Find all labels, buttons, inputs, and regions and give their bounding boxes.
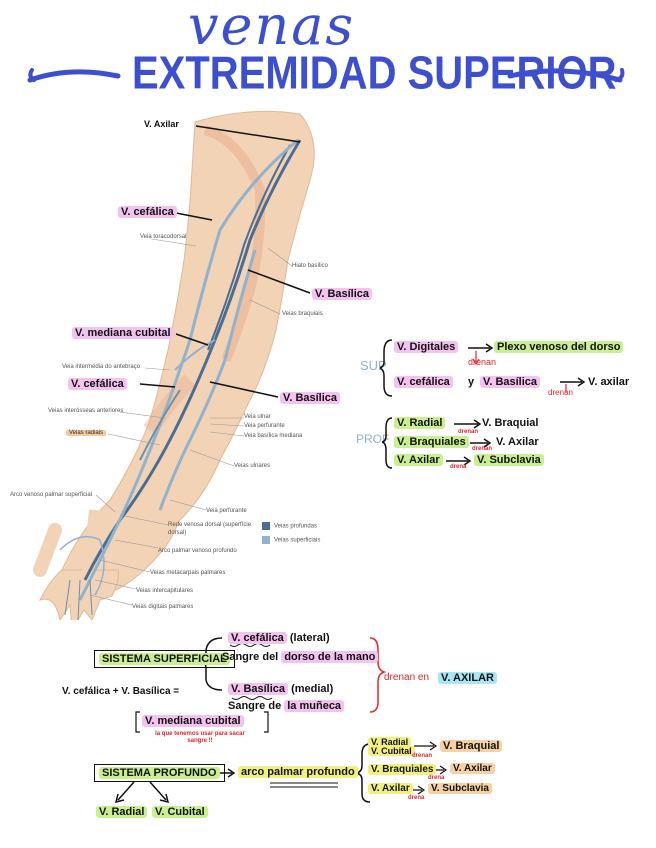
bottom-radial: V. Radial xyxy=(96,806,147,818)
label-basilica-upper: V. Basílica xyxy=(312,288,372,300)
prof-radial: V. Radial xyxy=(394,417,445,429)
label-radiais: Veias radiais xyxy=(66,430,106,436)
bottom-sangre-dorso: Sangre del dorso de la mano xyxy=(222,651,378,663)
label-hiato: Hiato basílico xyxy=(292,263,328,269)
legend-swatch-light xyxy=(262,536,270,544)
sup-axilar: V. axilar xyxy=(588,376,629,388)
sup-drenan-2: drenan xyxy=(548,388,573,397)
sup-plexo: Plexo venoso del dorso xyxy=(494,341,623,353)
prof-axilar: V. Axilar xyxy=(496,436,539,448)
sup-y: y xyxy=(468,376,474,388)
label-cefalica-lower: V. cefálica xyxy=(68,378,127,390)
sup-basilica: V. Basílica xyxy=(480,376,540,388)
label-axilar: V. Axilar xyxy=(144,119,179,129)
prof-braquial: V. Braquial xyxy=(482,417,538,429)
bp2-b: V. Axilar xyxy=(450,763,495,774)
prof-note-1: drenan xyxy=(458,429,478,436)
bp2-a: V. Braquiales xyxy=(368,764,436,775)
bp3-note: drena xyxy=(408,795,424,802)
label-arco-dorsal: Arco venoso palmar superficial xyxy=(10,492,92,498)
label-arco-profundo: Arco palmar venoso profundo xyxy=(158,547,238,555)
prof-subclavia: V. Subclavia xyxy=(474,454,544,466)
bottom-mediana: V. mediana cubital xyxy=(142,715,244,727)
label-basilica-mediana: Veia basílica mediana xyxy=(244,433,302,439)
label-braquiais: Veias braquiais xyxy=(282,311,323,317)
sup-drenan-1: drenan xyxy=(468,357,496,367)
bottom-sangre-muneca: Sangre de la muñeca xyxy=(228,700,344,712)
label-ulnares: Veias ulnares xyxy=(234,463,270,469)
bp2-note: drena xyxy=(428,775,444,782)
bp3-b: V. Subclavia xyxy=(428,783,492,794)
formula: V. cefálica + V. Basílica = xyxy=(62,686,179,697)
bp1-b: V. Braquial xyxy=(440,740,502,752)
bottom-arco: arco palmar profundo xyxy=(238,766,358,778)
bp1-note: drenan xyxy=(412,753,432,760)
bp3-a: V. Axilar xyxy=(368,783,413,794)
label-toracodorsal: Veia toracodorsal xyxy=(140,234,186,240)
label-digitais: Veias digitais palmares xyxy=(132,604,193,610)
label-intercapitulares: Veias intercapitulares xyxy=(136,588,193,594)
label-basilica-lower: V. Basílica xyxy=(280,392,340,404)
label-intermedia: Veia intermédia do antebraço xyxy=(62,364,140,370)
label-perfurante-1: Veia perfurante xyxy=(244,423,285,429)
label-ulnar: Veia ulnar xyxy=(244,414,271,420)
legend-profundas: Veias profundas xyxy=(262,522,317,530)
label-cefalica-upper: V. cefálica xyxy=(118,206,177,218)
label-mediana-cubital: V. mediana cubital xyxy=(72,327,174,339)
label-rede-dorsal: Rede venosa dorsal (superfície dorsal) xyxy=(168,521,254,537)
bottom-cubital: V. Cubital xyxy=(152,806,208,818)
label-perfurante-2: Veia perfurante xyxy=(206,508,247,514)
sup-cefalica: V. cefálica xyxy=(394,376,453,388)
prof-axilar-2: V. Axilar xyxy=(394,454,443,466)
prof-braquiales: V. Braquiales xyxy=(394,436,469,448)
title-main: EXTREMIDAD SUPERIOR xyxy=(132,48,617,100)
bottom-note: la que tenemos usar para sacar sangre !! xyxy=(150,731,250,745)
drenan-en: drenan en xyxy=(384,672,429,683)
sup-digitales: V. Digitales xyxy=(394,341,458,353)
prof-note-2: drenan xyxy=(472,446,492,453)
prof-note-3: drena xyxy=(450,464,466,471)
legend-superficiais: Veias superficiais xyxy=(262,536,320,544)
label-interosseas: Veias interósseas anteriores xyxy=(48,408,123,414)
label-metacarpais: Veias metacarpais palmares xyxy=(150,570,225,576)
bottom-basilica: V. Basílica (medial) xyxy=(228,683,333,695)
bottom-axilar: V. AXILAR xyxy=(438,672,497,684)
sistema-superficial: SISTEMA SUPERFICIAL xyxy=(94,650,235,668)
sistema-profundo: SISTEMA PROFUNDO xyxy=(94,764,225,782)
legend-swatch-dark xyxy=(262,522,270,530)
bottom-cefalica: V. cefálica (lateral) xyxy=(228,632,330,644)
